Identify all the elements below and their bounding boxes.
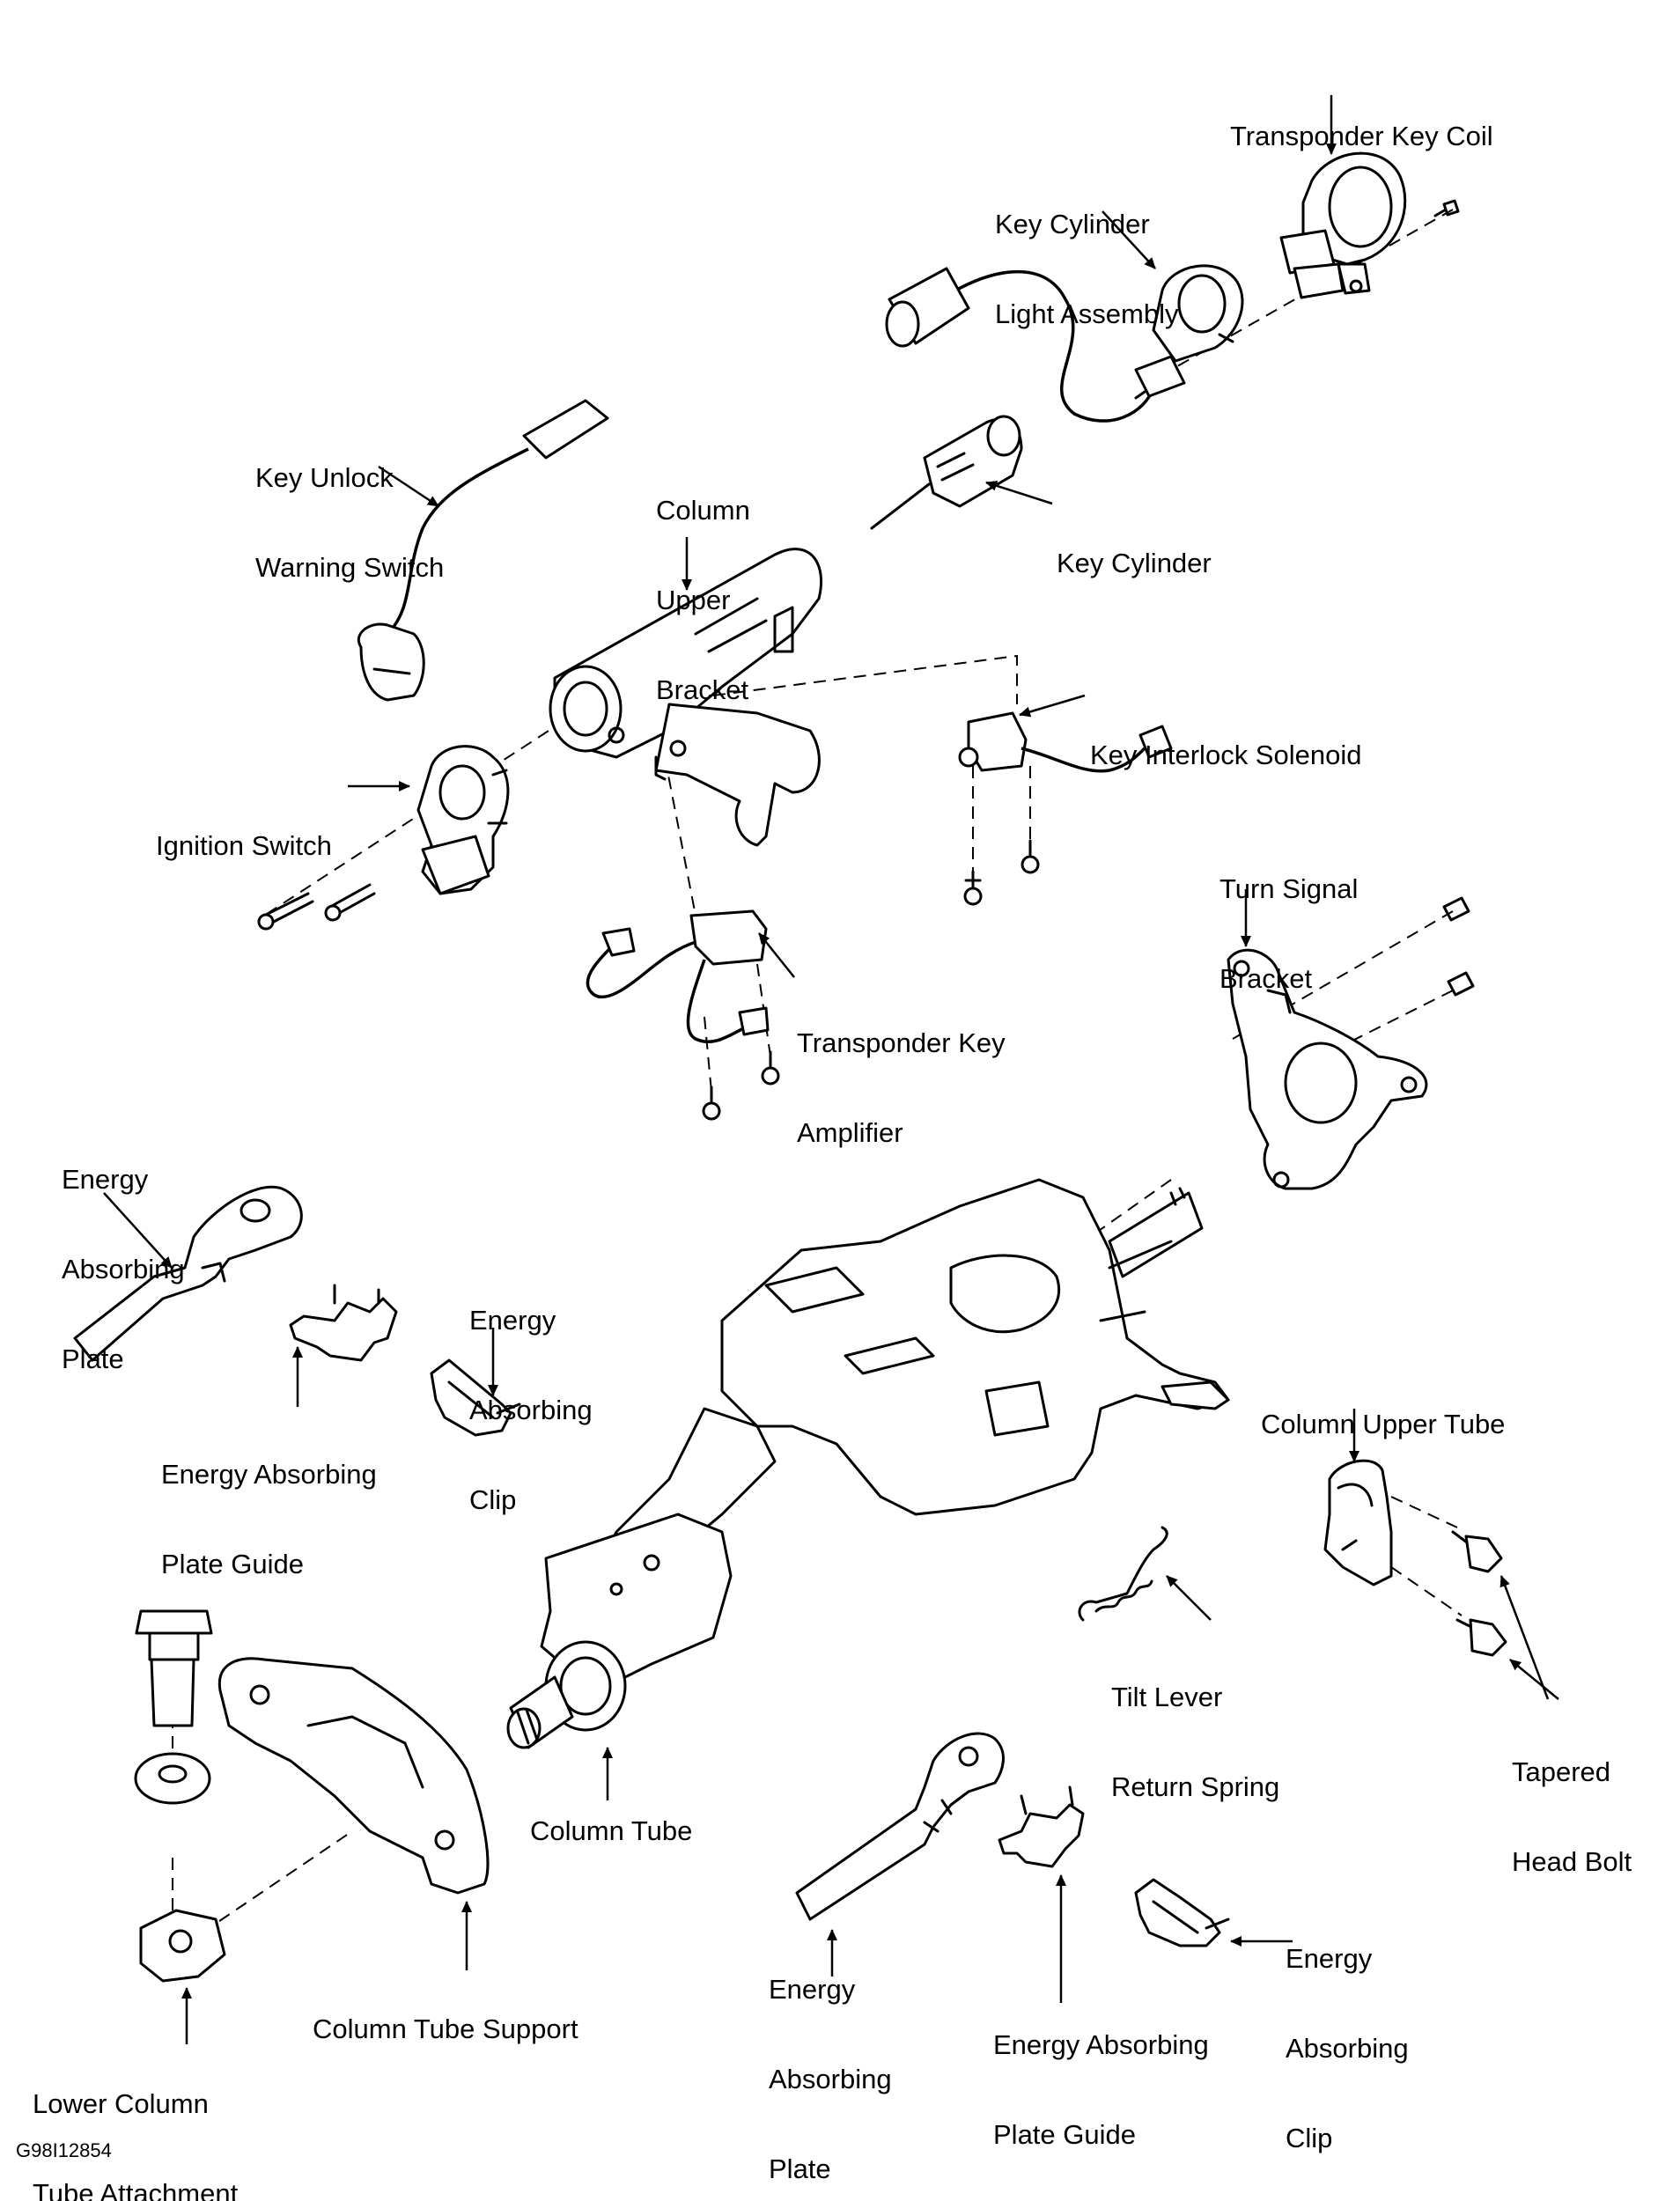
turn-signal-bracket-part (1227, 948, 1428, 1190)
label-energy-absorbing-plate-left: Energy Absorbing Plate (62, 1164, 185, 1374)
label-transponder-key-coil: Transponder Key Coil (1230, 121, 1493, 151)
tilt-lever-return-spring-part (1078, 1526, 1168, 1622)
energy-absorbing-plate-guide-left-part (289, 1284, 398, 1362)
ignition-switch-screws (257, 883, 376, 931)
label-column-tube-support: Column Tube Support (313, 2013, 578, 2044)
transponder-key-amplifier-screws (702, 1050, 780, 1121)
label-turn-signal-bracket: Turn Signal Bracket (1219, 873, 1359, 994)
energy-absorbing-plate-left-part (73, 1185, 303, 1362)
key-interlock-solenoid-part (958, 711, 1173, 773)
label-key-cylinder-light-assembly: Key Cylinder Light Assembly (995, 209, 1179, 329)
label-key-cylinder: Key Cylinder (1057, 548, 1212, 578)
label-energy-absorbing-plate-guide-bottom: Energy Absorbing Plate Guide (993, 2029, 1209, 2150)
label-transponder-key-amplifier: Transponder Key Amplifier (797, 1027, 1006, 1148)
key-cylinder-light-assembly-part (885, 264, 1244, 423)
column-tube-support-part (217, 1657, 490, 1895)
label-key-interlock-solenoid: Key Interlock Solenoid (1090, 740, 1362, 770)
key-unlock-warning-switch-part (357, 399, 609, 702)
ignition-switch-part (416, 745, 510, 895)
label-tilt-lever-return-spring: Tilt Lever Return Spring (1111, 1682, 1280, 1802)
figure-code: G98I12854 (16, 2139, 112, 2161)
label-energy-absorbing-clip-upper: Energy Absorbing Clip (469, 1305, 593, 1515)
lower-column-tube-attachment-part (134, 1609, 226, 1983)
transponder-key-coil-part (1279, 151, 1460, 299)
label-energy-absorbing-clip-bottom: Energy Absorbing Clip (1286, 1943, 1409, 2153)
label-energy-absorbing-plate-bottom: Energy Absorbing Plate (769, 1974, 892, 2184)
transponder-key-amplifier-part (586, 909, 770, 1044)
label-key-unlock-warning-switch: Key Unlock Warning Switch (255, 462, 445, 583)
label-column-tube: Column Tube (530, 1815, 693, 1846)
key-cylinder-part (870, 415, 1023, 530)
energy-absorbing-clip-bottom-part (1134, 1878, 1230, 1947)
label-energy-absorbing-plate-guide-left: Energy Absorbing Plate Guide (161, 1459, 377, 1579)
label-lower-column-tube-attachment: Lower Column Tube Attachment (33, 2088, 239, 2201)
label-ignition-switch: Ignition Switch (156, 830, 332, 861)
turn-signal-bracket-screws (1442, 896, 1475, 997)
column-upper-tube-part (1323, 1459, 1393, 1586)
energy-absorbing-plate-bottom-part (795, 1732, 1005, 1921)
label-tapered-head-bolt: Tapered Head Bolt (1512, 1756, 1632, 1877)
column-upper-bracket-part (549, 548, 823, 847)
tapered-head-bolts-part (1451, 1530, 1507, 1657)
key-interlock-solenoid-screws (963, 839, 1040, 906)
energy-absorbing-clip-upper-part (430, 1358, 521, 1437)
label-column-upper-tube: Column Upper Tube (1261, 1409, 1506, 1439)
label-column-upper-bracket: Column Upper Bracket (656, 495, 750, 705)
energy-absorbing-plate-guide-bottom-part (998, 1785, 1085, 1868)
leader-lines (103, 95, 1559, 2044)
steering-column-main-part (506, 1178, 1230, 1749)
